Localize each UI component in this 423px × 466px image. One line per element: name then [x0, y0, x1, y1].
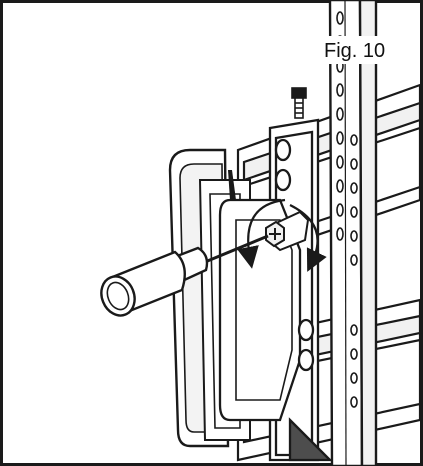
bracket-hole-3	[297, 318, 315, 342]
rail-slots	[336, 11, 358, 408]
screwdriver-shaft	[204, 234, 269, 264]
rotation-arrow-left	[237, 198, 286, 269]
bracket-hole-1	[274, 138, 292, 162]
screwdriver	[100, 234, 269, 317]
bracket-hole-2	[274, 168, 292, 192]
top-bolt	[291, 87, 307, 119]
rotation-arrow-right	[289, 204, 327, 272]
bracket-hole-4	[297, 348, 315, 372]
figure-label: Fig. 10	[324, 40, 385, 62]
fig-label-bg	[318, 36, 400, 64]
rotation-arrows	[237, 198, 327, 272]
